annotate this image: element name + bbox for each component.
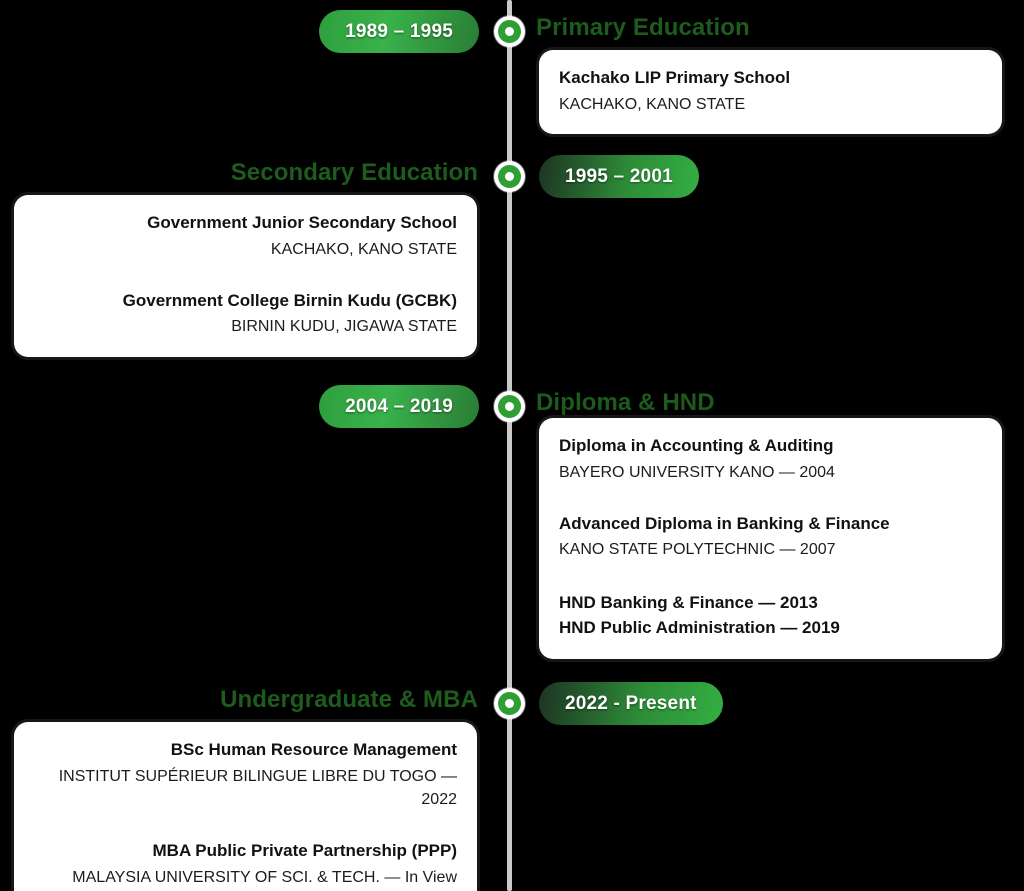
timeline-dot-ring [498,395,521,418]
timeline-row-header-secondary-education: 1995 – 2001 Secondary Education [0,155,1024,199]
timeline-dot-ring [498,20,521,43]
timeline-dot-core [505,27,514,36]
entry-title: Diploma in Accounting & Auditing [559,436,834,455]
section-title-primary-education: Primary Education [536,14,750,41]
entry-line: HND Public Administration — 2019 [559,618,840,638]
entry-subtitle: BAYERO UNIVERSITY KANO — 2004 [559,463,835,481]
entry-subtitle: KACHAKO, KANO STATE [270,240,457,258]
entry-subtitle: BIRNIN KUDU, JIGAWA STATE [231,318,457,336]
entry-title: Kachako LIP Primary School [559,68,791,87]
timeline-dot-core [505,699,514,708]
timeline-row-header-undergraduate-and-mba: 2022 - Present Undergraduate & MBA [0,682,1024,726]
timeline-row-header-diploma-and-hnd: 2004 – 2019 Diploma & HND [0,385,1024,429]
entry-title: Government College Birnin Kudu (GCBK) [122,290,457,310]
period-badge-undergraduate-and-mba[interactable]: 2022 - Present [539,682,723,725]
entry-subtitle: MALAYSIA UNIVERSITY OF SCI. & TECH. — In… [72,868,457,886]
entry-subtitle: KANO STATE POLYTECHNIC — 2007 [559,541,836,559]
section-title-undergraduate-and-mba: Undergraduate & MBA [220,686,478,713]
period-badge-secondary-education[interactable]: 1995 – 2001 [539,155,699,198]
entry-subtitle: KACHAKO, KANO STATE [559,95,746,113]
timeline-entry: MBA Public Private Partnership (PPP) MALA… [34,839,457,889]
timeline-dot-icon [494,391,525,422]
timeline-row-header-primary-education: 1989 – 1995 Primary Education [0,10,1024,54]
timeline-dot-core [505,172,514,181]
period-badge-primary-education[interactable]: 1989 – 1995 [319,10,479,53]
timeline-entry: Government College Birnin Kudu (GCBK) BIR… [34,289,457,339]
timeline-dot-icon [494,16,525,47]
entry-title: Government Junior Secondary School [147,213,457,232]
timeline-dot-ring [498,692,521,715]
period-badge-diploma-and-hnd[interactable]: 2004 – 2019 [319,385,479,428]
entry-title: Advanced Diploma in Banking & Finance [559,513,890,533]
entry-subtitle: INSTITUT SUPÉRIEUR BILINGUE LIBRE DU TOG… [58,767,457,808]
entry-line: HND Banking & Finance — 2013 [559,592,818,612]
entry-title: MBA Public Private Partnership (PPP) [152,841,458,861]
timeline-dot-icon [494,688,525,719]
timeline-rail [507,0,512,891]
entry-title: BSc Human Resource Management [170,740,457,759]
timeline-dot-ring [498,165,521,188]
timeline-dot-core [505,402,514,411]
timeline-dot-icon [494,161,525,192]
section-title-diploma-and-hnd: Diploma & HND [536,389,715,416]
section-title-secondary-education: Secondary Education [230,159,478,186]
